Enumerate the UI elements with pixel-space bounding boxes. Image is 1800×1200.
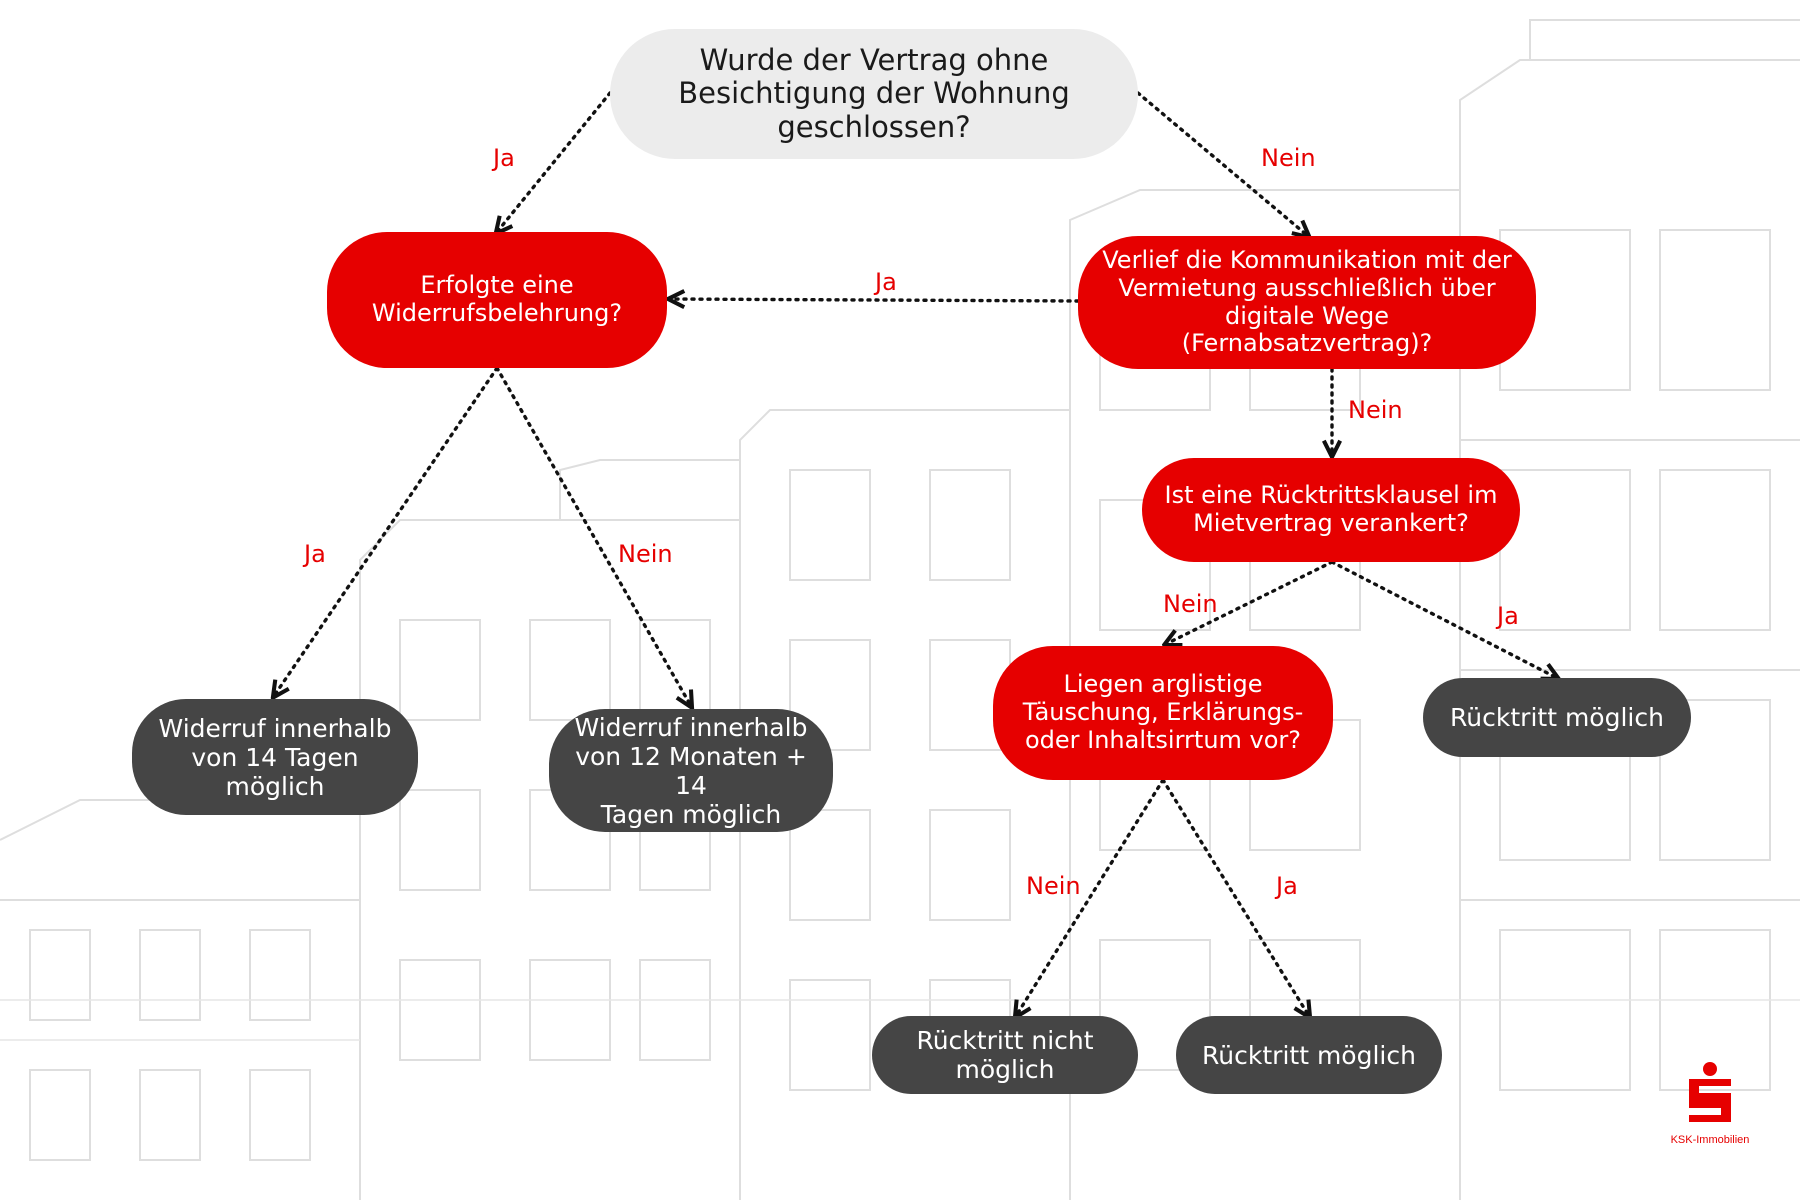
edge-klausel-nein xyxy=(1166,560,1334,644)
logo-text: KSK-Immobilien xyxy=(1670,1134,1750,1146)
result-widerruf-12-monate-text: Widerruf innerhalb von 12 Monaten + 14 T… xyxy=(574,712,808,829)
edge-besichtigung-ja xyxy=(497,91,612,232)
edge-kommunikation-ja xyxy=(670,299,1080,301)
question-kommunikation-text: Verlief die Kommunikation mit der Vermie… xyxy=(1102,245,1512,358)
edge-label-belehrung-ja: Ja xyxy=(304,540,326,568)
edge-label-kommunikation-ja: Ja xyxy=(875,268,897,296)
question-ruecktrittsklausel-text: Ist eine Rücktrittsklausel im Mietvertra… xyxy=(1164,481,1498,537)
edge-taeuschung-nein xyxy=(1016,778,1165,1016)
edge-klausel-ja xyxy=(1330,560,1557,678)
edge-belehrung-nein xyxy=(495,366,691,706)
edge-taeuschung-ja xyxy=(1161,778,1309,1016)
question-ruecktrittsklausel: Ist eine Rücktrittsklausel im Mietvertra… xyxy=(1142,458,1520,562)
edge-label-klausel-ja: Ja xyxy=(1497,602,1519,630)
edge-label-besichtigung-ja: Ja xyxy=(493,144,515,172)
question-widerrufsbelehrung-text: Erfolgte eine Widerrufsbelehrung? xyxy=(371,271,623,327)
edge-label-kommunikation-nein: Nein xyxy=(1348,396,1403,424)
edge-besichtigung-nein xyxy=(1136,91,1308,236)
question-besichtigung-text: Wurde der Vertrag ohne Besichtigung der … xyxy=(678,42,1070,144)
question-kommunikation: Verlief die Kommunikation mit der Vermie… xyxy=(1078,236,1536,369)
result-widerruf-14-tage: Widerruf innerhalb von 14 Tagen möglich xyxy=(132,699,418,815)
edge-label-taeuschung-nein: Nein xyxy=(1026,872,1081,900)
result-widerruf-14-tage-text: Widerruf innerhalb von 14 Tagen möglich xyxy=(158,713,392,801)
question-taeuschung: Liegen arglistige Täuschung, Erklärungs-… xyxy=(993,646,1333,780)
edge-label-klausel-nein: Nein xyxy=(1163,590,1218,618)
result-widerruf-12-monate: Widerruf innerhalb von 12 Monaten + 14 T… xyxy=(549,709,833,832)
result-ruecktritt-nicht-moeglich: Rücktritt nicht möglich xyxy=(872,1016,1138,1094)
result-ruecktritt-moeglich-klausel-text: Rücktritt möglich xyxy=(1450,703,1664,732)
ksk-immobilien-logo: KSK-Immobilien xyxy=(1655,1062,1765,1146)
edge-label-belehrung-nein: Nein xyxy=(618,540,673,568)
edge-label-besichtigung-nein: Nein xyxy=(1261,144,1316,172)
edge-label-taeuschung-ja: Ja xyxy=(1276,872,1298,900)
sparkasse-s-icon xyxy=(1689,1062,1731,1122)
edge-belehrung-ja xyxy=(274,366,499,696)
result-ruecktritt-moeglich-taeuschung-text: Rücktritt möglich xyxy=(1202,1040,1416,1070)
result-ruecktritt-nicht-moeglich-text: Rücktritt nicht möglich xyxy=(916,1026,1094,1084)
question-taeuschung-text: Liegen arglistige Täuschung, Erklärungs-… xyxy=(1022,670,1304,754)
question-besichtigung: Wurde der Vertrag ohne Besichtigung der … xyxy=(610,29,1138,159)
question-widerrufsbelehrung: Erfolgte eine Widerrufsbelehrung? xyxy=(327,232,667,368)
result-ruecktritt-moeglich-taeuschung: Rücktritt möglich xyxy=(1176,1016,1442,1094)
result-ruecktritt-moeglich-klausel: Rücktritt möglich xyxy=(1423,678,1691,757)
